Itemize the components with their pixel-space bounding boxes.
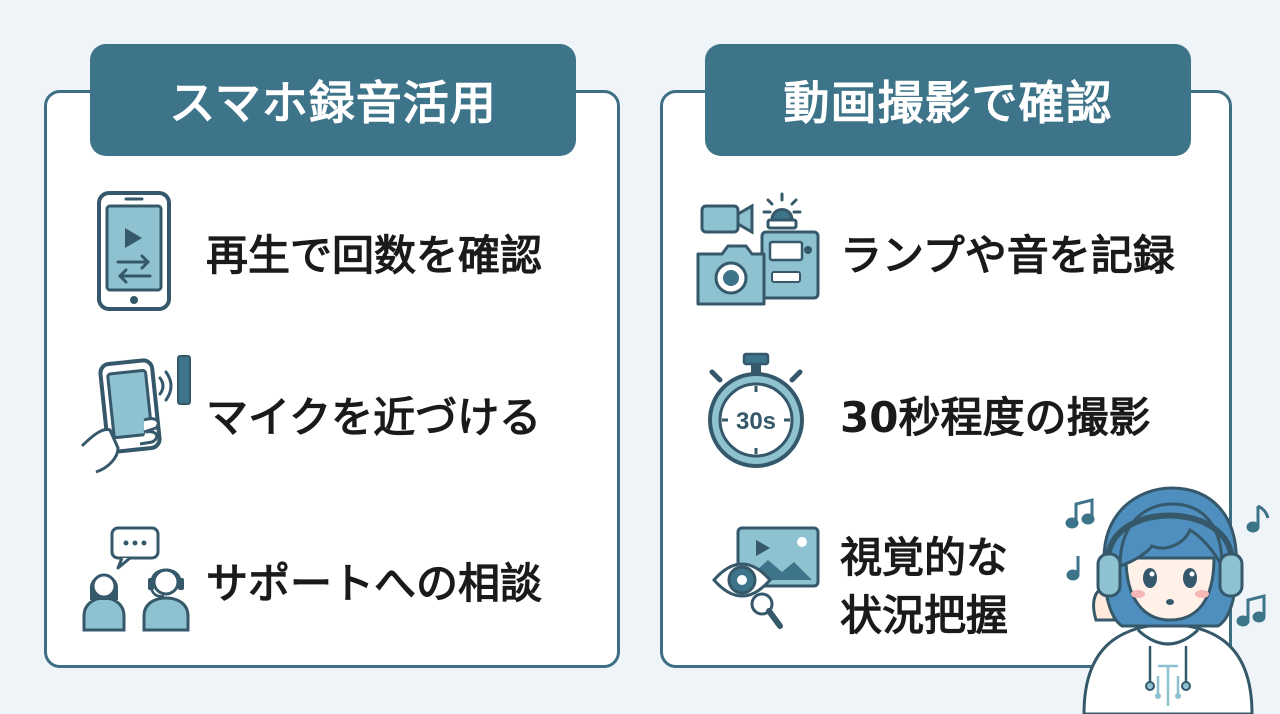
left-panel-title: スマホ録音活用 [90, 44, 576, 156]
stopwatch-icon: 30s [706, 352, 806, 470]
support-chat-icon [78, 526, 196, 634]
stopwatch-badge: 30s [736, 408, 776, 435]
right-panel-title: 動画撮影で確認 [705, 44, 1191, 156]
left-item-1-label: 再生で回数を確認 [206, 231, 543, 280]
headphone-girl-illustration-icon [1062, 470, 1276, 714]
right-item-3-label-line1: 視覚的な [840, 533, 1009, 582]
phone-replay-icon [96, 190, 172, 312]
left-item-2-label: マイクを近づける [206, 393, 542, 442]
hand-phone-mic-icon [78, 352, 196, 474]
right-item-3-label-line2: 状況把握 [840, 591, 1009, 640]
right-item-2-label: 30秒程度の撮影 [840, 393, 1151, 442]
left-item-3-label: サポートへの相談 [206, 559, 543, 608]
camera-lamp-icon [694, 192, 824, 308]
eye-video-icon [712, 524, 822, 636]
right-item-1-label: ランプや音を記録 [840, 231, 1175, 280]
